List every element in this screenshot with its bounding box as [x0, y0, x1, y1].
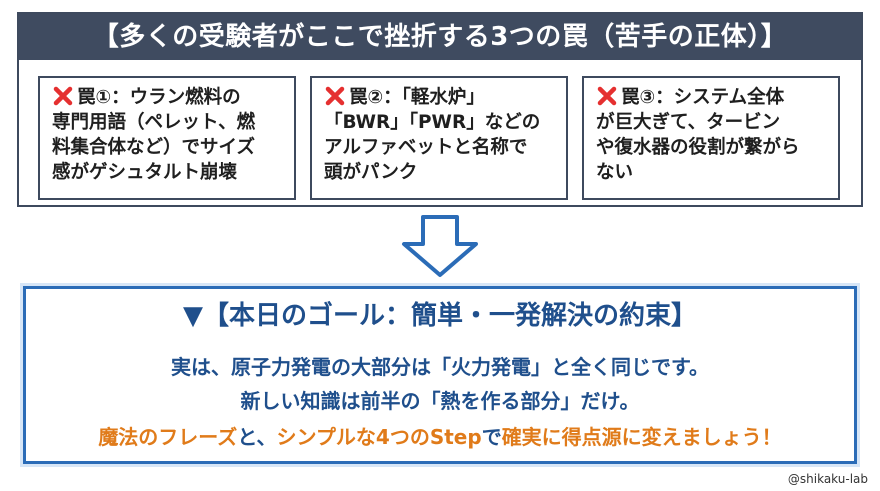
trap-box-2: 罠②：「軽水炉」 「BWR」「PWR」などの アルファベットと名称で 頭がパンク [310, 76, 568, 200]
goal-line-3: 魔法のフレーズと、シンプルな4つのStepで確実に得点源に変えましょう！ [26, 423, 854, 451]
trap-line: 料集合体など）でサイズ [52, 137, 255, 158]
section-title: 【多くの受験者がここで挫折する3つの罠（苦手の正体）】 [19, 14, 861, 60]
trap-line: 頭がパンク [324, 162, 418, 183]
red-x-icon [325, 86, 345, 106]
goal-text: と、 [237, 425, 277, 449]
magic-phrase-highlight: 魔法のフレーズ [98, 425, 238, 449]
traps-section: 【多くの受験者がここで挫折する3つの罠（苦手の正体）】 罠①：ウラン燃料の 専門… [17, 12, 863, 207]
score-source-highlight: 確実に得点源に変えましょう！ [501, 425, 782, 449]
trap-line: ない [596, 162, 634, 183]
trap-line: 専門用語（ペレット、燃 [52, 112, 256, 133]
watermark: @shikaku-lab [787, 472, 868, 486]
goal-line-1: 実は、原子力発電の大部分は「火力発電」と全く同じです。 [171, 355, 709, 379]
trap-line: 感がゲシュタルト崩壊 [52, 162, 238, 183]
trap-box-1: 罠①：ウラン燃料の 専門用語（ペレット、燃 料集合体など）でサイズ 感がゲシュタ… [38, 76, 296, 200]
four-steps-highlight: シンプルな4つのStep [276, 425, 482, 449]
trap-line: 「BWR」「PWR」などの [324, 112, 541, 133]
trap-line: 罠③：システム全体 [621, 87, 785, 108]
goal-text: で [481, 425, 502, 449]
goal-line-2: 新しい知識は前半の「熱を作る部分」だけ。 [240, 389, 640, 413]
down-arrow-icon [402, 215, 478, 277]
trap-box-3: 罠③：システム全体 が巨大ぎて、タービン や復水器の役割が繋がら ない [582, 76, 840, 200]
trap-line: アルファベットと名称で [324, 137, 528, 158]
trap-line: 罠②：「軽水炉」 [349, 87, 485, 108]
trap-line: が巨大ぎて、タービン [596, 112, 781, 133]
goal-section: ▼【本日のゴール：簡単・一発解決の約束】 実は、原子力発電の大部分は「火力発電」… [23, 286, 857, 464]
trap-line: や復水器の役割が繋がら [596, 137, 800, 158]
trap-line: 罠①：ウラン燃料の [77, 87, 241, 108]
red-x-icon [53, 86, 73, 106]
goal-title: ▼【本日のゴール：簡単・一発解決の約束】 [183, 301, 697, 331]
red-x-icon [597, 86, 617, 106]
